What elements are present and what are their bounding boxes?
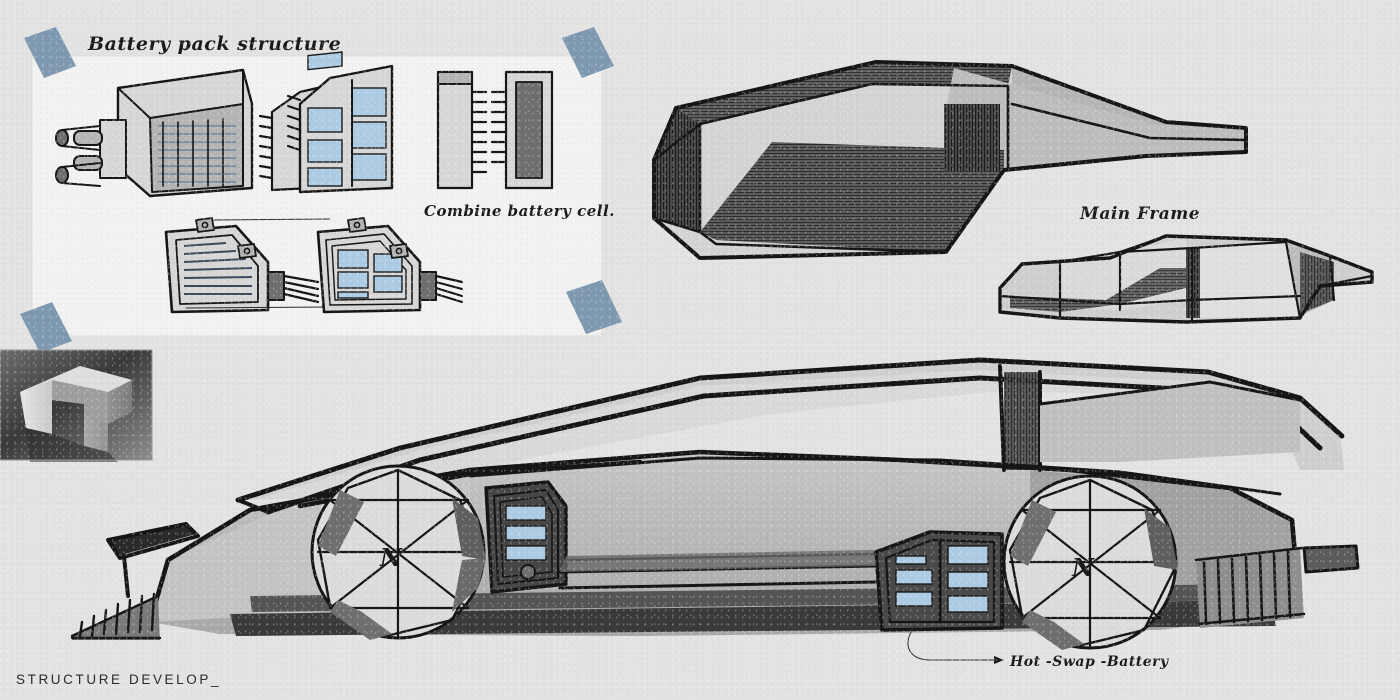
battery-pack-finned [164, 217, 331, 314]
main-frame-label: Main Frame [1079, 204, 1200, 224]
combined-battery-modules [258, 51, 394, 194]
front-wheel: N [310, 464, 486, 640]
main-frame-loop: Main Frame [652, 60, 1248, 260]
hot-swap-callout: Hot -Swap -Battery [907, 619, 1169, 670]
rear-battery-module [874, 530, 1004, 632]
vehicle-side-view: N N [70, 357, 1360, 670]
masking-tape-icon [20, 27, 622, 353]
n-monogram-icon: N [379, 543, 403, 572]
material-reference-photo [0, 349, 153, 462]
battery-pack-structure-panel: Battery pack structure Combine battery c… [20, 27, 622, 353]
battery-module-exploded [55, 68, 254, 198]
n-monogram-icon-rear: N [1071, 553, 1095, 582]
battery-panel-title: Battery pack structure [87, 33, 341, 55]
hot-swap-label: Hot -Swap -Battery [1009, 654, 1169, 670]
spaceframe-side [998, 234, 1374, 324]
rear-wheel: N [1002, 474, 1178, 650]
page-title: STRUCTURE DEVELOP_ [16, 672, 222, 687]
rear-diffuser [1194, 544, 1360, 628]
battery-pack-celled [316, 217, 464, 314]
chassis-rails [558, 550, 878, 590]
combine-caption: Combine battery cell. [424, 202, 615, 220]
battery-cell-pair [436, 70, 554, 190]
front-battery-module [484, 480, 568, 594]
front-diffuser [70, 592, 162, 640]
